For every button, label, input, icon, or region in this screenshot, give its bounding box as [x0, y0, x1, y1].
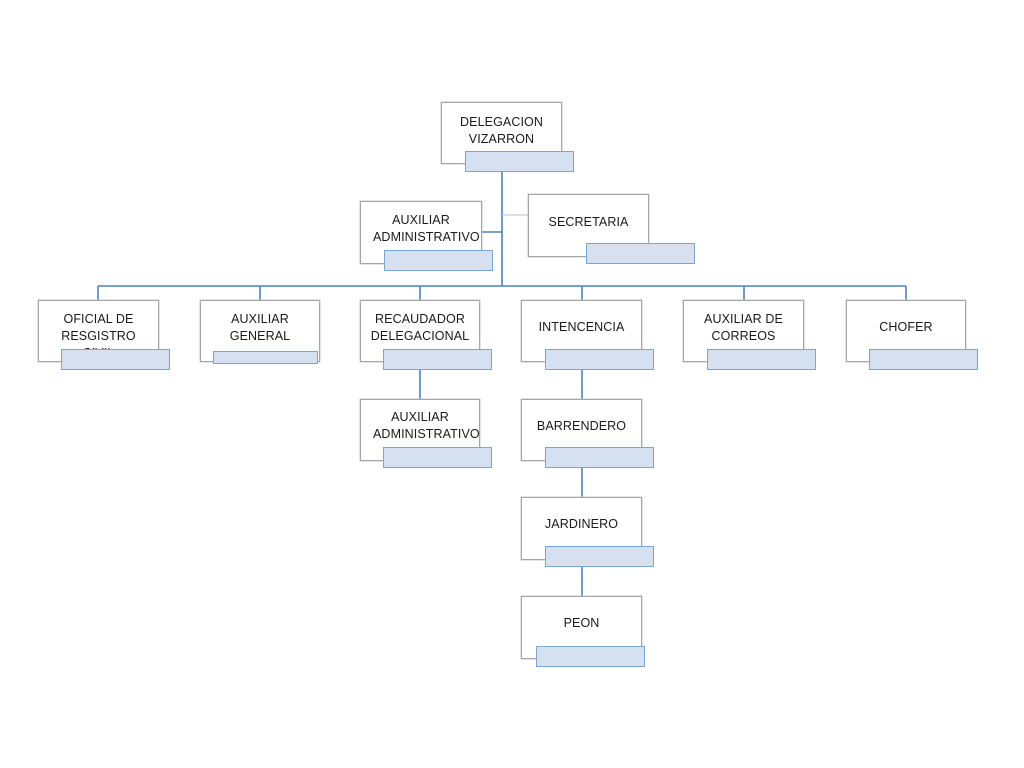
node-peon-tag [536, 646, 645, 667]
node-delegacion-vizarron-label: DELEGACION VIZARRON [460, 115, 543, 146]
node-chofer-tag [869, 349, 978, 370]
node-secretaria-label: SECRETARIA [548, 215, 629, 229]
node-intencencia-label: INTENCENCIA [538, 320, 625, 334]
node-chofer-label: CHOFER [879, 320, 933, 334]
node-oficial-registro-civil-tag [61, 349, 170, 370]
node-auxiliar-correos-tag [707, 349, 816, 370]
node-auxiliar-administrativo-sub-tag [383, 447, 492, 468]
node-intencencia-tag [545, 349, 654, 370]
node-recaudador-delegacional-label: RECAUDADOR DELEGACIONAL [370, 312, 470, 343]
node-auxiliar-administrativo-top-tag [384, 250, 493, 271]
node-barrendero-tag [545, 447, 654, 468]
node-jardinero-tag [545, 546, 654, 567]
node-auxiliar-general-tag [213, 351, 318, 364]
node-auxiliar-correos-label: AUXILIAR DE CORREOS [704, 312, 783, 343]
node-auxiliar-general-label: AUXILIAR GENERAL [229, 312, 291, 343]
node-jardinero-label: JARDINERO [544, 517, 619, 531]
node-delegacion-vizarron-tag [465, 151, 574, 172]
node-peon-label: PEON [563, 616, 600, 630]
node-auxiliar-administrativo-top-label: AUXILIAR ADMINISTRATIVO [373, 213, 480, 244]
node-auxiliar-administrativo-sub-label: AUXILIAR ADMINISTRATIVO [373, 410, 480, 441]
node-recaudador-delegacional-tag [383, 349, 492, 370]
node-barrendero-label: BARRENDERO [536, 419, 627, 433]
node-secretaria-tag [586, 243, 695, 264]
